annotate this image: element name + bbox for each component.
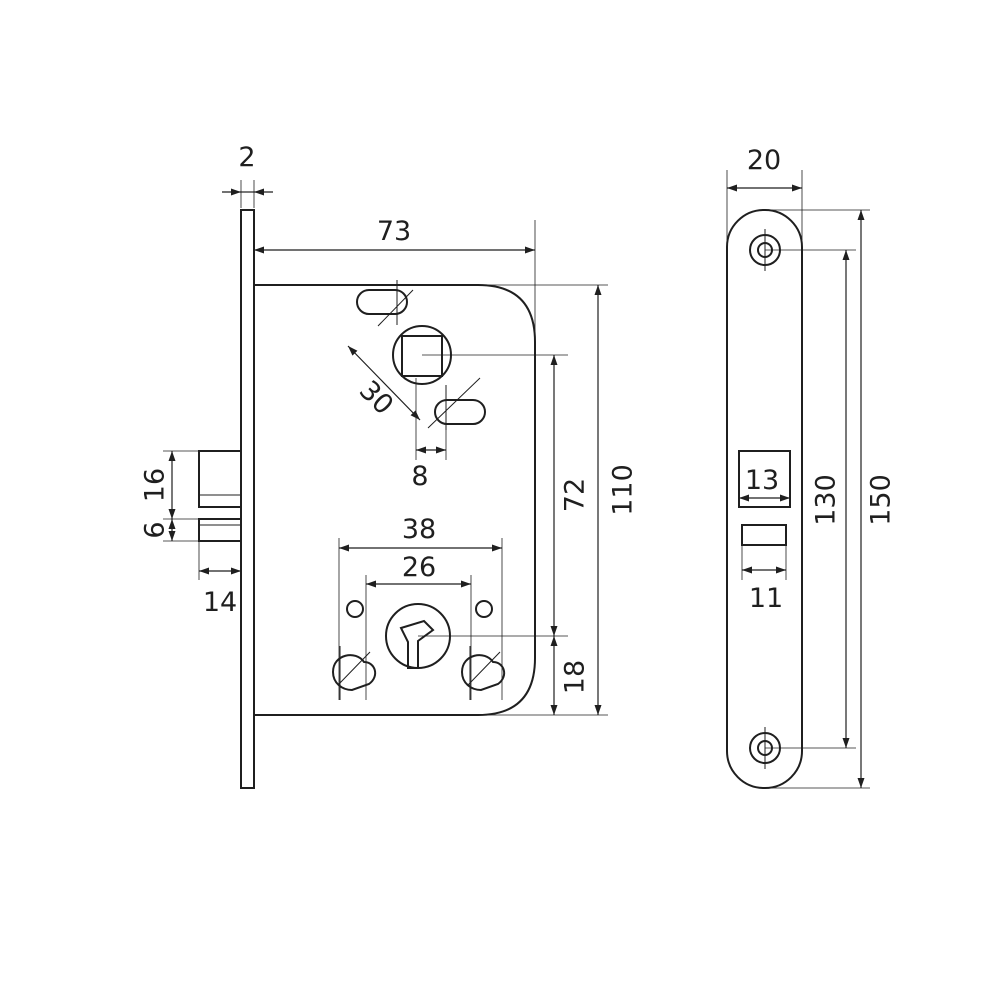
dim-label-case-depth: 73 bbox=[377, 216, 411, 247]
lock-body bbox=[198, 209, 536, 789]
dim-label-strike-length: 150 bbox=[866, 474, 897, 526]
dimension-lines bbox=[168, 184, 865, 788]
latch-bolt bbox=[198, 450, 242, 508]
fixing-hole-right bbox=[460, 654, 506, 692]
lower-mounting-slot bbox=[427, 377, 486, 430]
strike-latch-window bbox=[738, 450, 791, 508]
dim-label-latch-gap: 6 bbox=[140, 521, 171, 538]
dim-label-cylinder-span-outer: 38 bbox=[402, 514, 436, 545]
dim-label-strike-hole-spacing: 130 bbox=[811, 474, 842, 526]
dim-label-strike-window-width: 11 bbox=[749, 583, 783, 614]
dim-label-handle-to-cylinder: 72 bbox=[560, 478, 591, 512]
dim-label-strike-width: 20 bbox=[747, 145, 781, 176]
screw-hole-left bbox=[346, 600, 364, 618]
dim-label-plate-thickness: 2 bbox=[238, 142, 255, 173]
dim-label-cylinder-span-inner: 26 bbox=[402, 552, 436, 583]
dim-label-case-height: 110 bbox=[608, 464, 639, 516]
strike-plate-outline bbox=[726, 209, 803, 789]
auxiliary-bolt bbox=[198, 518, 242, 542]
screw-hole-right bbox=[475, 600, 493, 618]
strike-bolt-window bbox=[741, 524, 787, 546]
dim-label-latch-projection: 14 bbox=[203, 587, 237, 618]
strike-plate bbox=[726, 209, 803, 789]
dim-label-hole-spacing-diag: 30 bbox=[353, 375, 399, 421]
dim-label-strike-window-height: 13 bbox=[745, 465, 779, 496]
dimension-labels: 2 73 30 8 16 6 14 38 26 72 110 18 20 13 … bbox=[140, 142, 897, 694]
upper-mounting-slot bbox=[356, 280, 414, 327]
dim-label-cylinder-to-bottom: 18 bbox=[560, 660, 591, 694]
dim-label-latch-height: 16 bbox=[140, 468, 171, 502]
lock-case bbox=[254, 284, 536, 716]
faceplate bbox=[240, 209, 255, 789]
dim-label-slot-offset: 8 bbox=[411, 461, 428, 492]
